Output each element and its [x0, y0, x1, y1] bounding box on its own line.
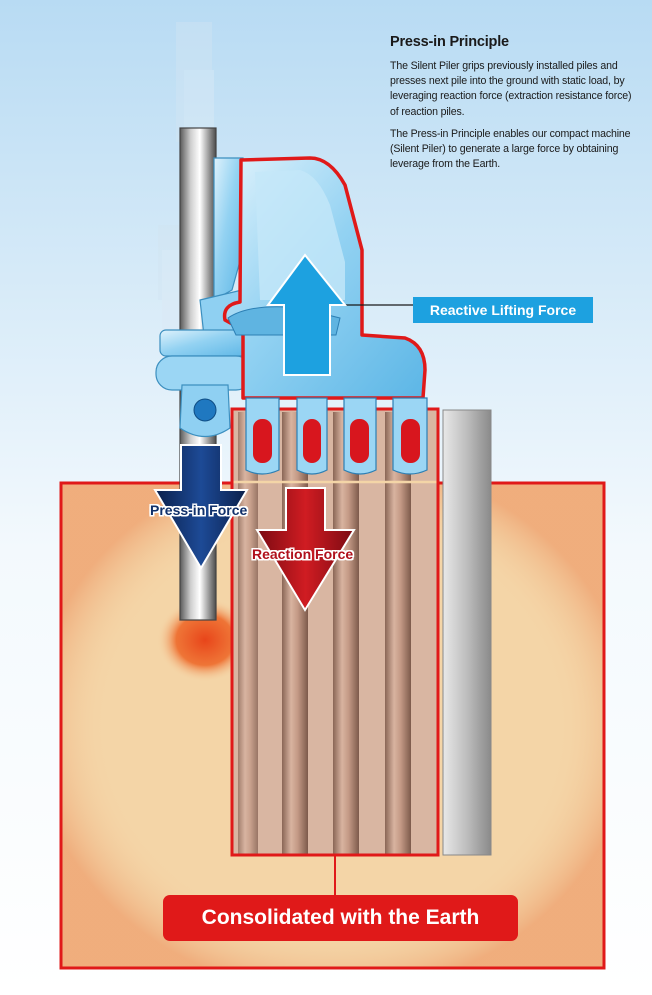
chuck-pin — [193, 398, 217, 422]
reaction-force-label: Reaction Force — [252, 546, 354, 562]
reaction-clamps — [245, 397, 428, 475]
press-in-arrow — [153, 444, 249, 570]
reactive-lifting-force-label: Reactive Lifting Force — [413, 297, 593, 323]
reactive-lifting-arrow — [266, 253, 348, 376]
description-paragraph-2: The Press-in Principle enables our compa… — [390, 127, 631, 171]
page-title: Press-in Principle — [390, 34, 509, 50]
press-in-force-label: Press-in Force — [150, 502, 248, 518]
installed-pile-grey — [443, 410, 491, 855]
reaction-piles — [230, 407, 440, 857]
principle-description: Press-in Principle The Silent Piler grip… — [390, 34, 640, 179]
ghost-piles — [158, 22, 214, 330]
reaction-arrow — [255, 487, 356, 612]
consolidated-with-earth-label: Consolidated with the Earth — [163, 895, 518, 941]
description-paragraph-1: The Silent Piler grips previously instal… — [390, 60, 632, 118]
